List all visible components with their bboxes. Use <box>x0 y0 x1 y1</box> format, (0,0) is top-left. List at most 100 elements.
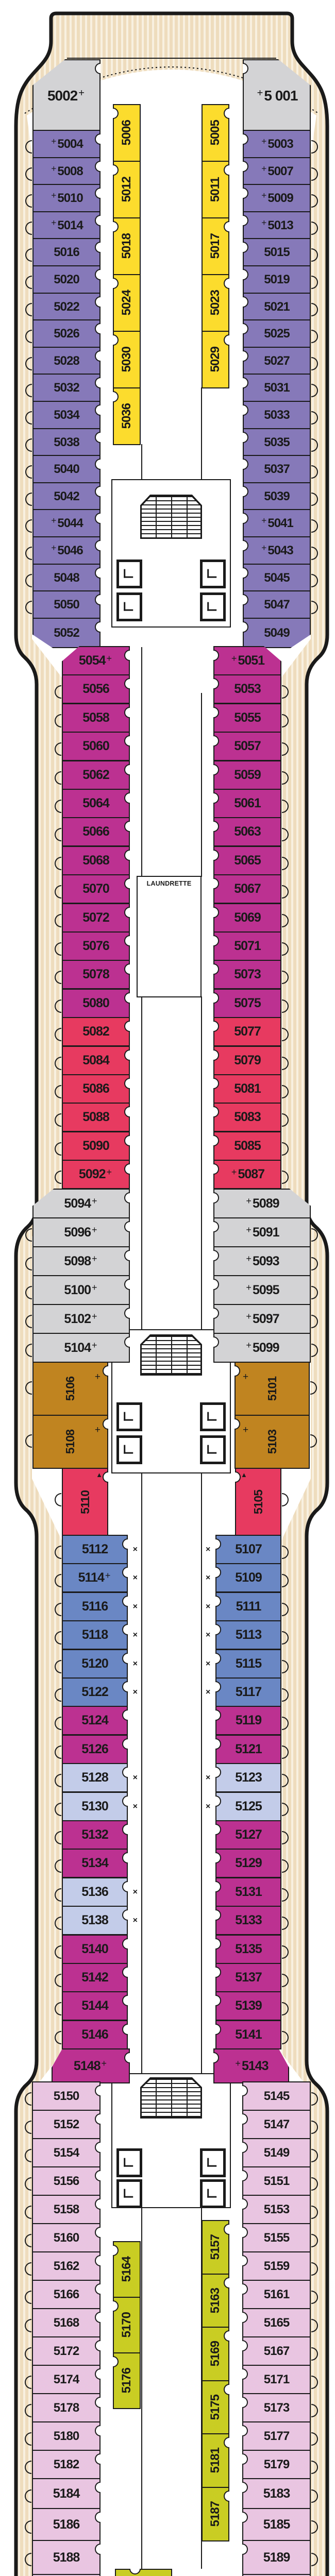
cabin-5130: 5130× <box>55 1792 138 1821</box>
cabin-door-icon <box>243 540 248 551</box>
cabin-5121: 5121 <box>215 1735 289 1764</box>
cabin-number: 5181 <box>208 2448 222 2473</box>
extra-berth-plus-icon: + <box>246 1340 252 1351</box>
cabin-5141: 5141 <box>215 2020 289 2049</box>
cabin-5169: 5169 <box>202 2327 229 2381</box>
extra-berth-plus-icon: + <box>101 2058 107 2069</box>
cabin-5089: +5089 <box>213 1189 311 1218</box>
cabin-5040: 5040 <box>25 455 100 483</box>
cabin-number: 5141 <box>235 2027 262 2042</box>
cabin-5075: 5075 <box>213 989 289 1018</box>
elevator-icon <box>200 2148 226 2177</box>
cabin-5065: 5065 <box>213 846 289 875</box>
cabin-5037: 5037 <box>243 455 318 483</box>
extra-berth-plus-icon: + <box>246 1225 252 1235</box>
cabin-5091: +5091 <box>213 1217 318 1247</box>
cabin-5161: 5161 <box>242 2280 318 2309</box>
extra-berth-plus-icon: + <box>261 543 267 553</box>
cabin-number: +5143 <box>235 2058 269 2073</box>
cabin-5026: 5026 <box>25 319 100 348</box>
cabin-number: 5116 <box>81 1599 108 1614</box>
cabin-door-icon <box>95 296 100 308</box>
cabin-door-icon <box>95 350 100 362</box>
cabin-door-icon <box>95 2453 100 2465</box>
cabin-5129: 5129 <box>215 1849 289 1878</box>
cabin-5035: 5035 <box>243 428 318 456</box>
cabin-5171: 5171 <box>242 2365 318 2394</box>
corridor-wall <box>201 387 202 480</box>
connecting-cabin-x-icon: × <box>206 1545 211 1554</box>
cabin-5144: 5144 <box>55 1991 128 2021</box>
cabin-door-icon <box>124 764 130 775</box>
cabin-door-icon <box>224 278 229 289</box>
cabin-5108: 5108+ <box>25 1415 108 1469</box>
cabin-number: 5134 <box>81 1856 109 1870</box>
cabin-number: 5023 <box>208 290 222 316</box>
cabin-door-icon <box>215 1538 221 1550</box>
cabin-5176: 5176 <box>113 2352 141 2409</box>
cabin-5099: +5099 <box>213 1333 318 1363</box>
cabin-number: 5031 <box>264 380 290 395</box>
cabin-number: +5010 <box>51 190 83 205</box>
cabin-door-icon <box>213 1135 219 1146</box>
cabin-5001: +5 001 <box>243 59 311 132</box>
cabin-door-icon <box>243 133 248 145</box>
cabin-door-icon <box>95 2170 100 2181</box>
cabin-5165: 5165 <box>242 2308 318 2337</box>
cabin-door-icon <box>213 1192 219 1204</box>
cabin-number: +5013 <box>261 217 293 232</box>
connecting-cabin-x-icon: × <box>132 1916 138 1925</box>
cabin-5106: 5106+ <box>25 1362 108 1416</box>
cabin-number: 5069 <box>234 910 261 925</box>
cabin-number: 5179 <box>263 2457 290 2471</box>
cabin-door-icon <box>122 1709 128 1721</box>
cabin-door-icon <box>224 2384 229 2395</box>
cabin-5151: 5151 <box>242 2166 318 2196</box>
cabin-number: 5085 <box>234 1139 261 1153</box>
extra-berth-plus-icon: + <box>243 1425 248 1436</box>
cabin-number: 5072 <box>82 910 110 925</box>
cabin-door-icon <box>234 1418 240 1430</box>
cabin-number: 5060 <box>82 739 110 753</box>
cabin-number: 5111 <box>236 1599 262 1614</box>
cabin-door-icon <box>95 215 100 226</box>
extra-berth-plus-icon: + <box>243 1371 248 1383</box>
cabin-door-icon <box>122 1567 128 1578</box>
cabin-5068: 5068 <box>55 846 130 875</box>
cabin-5132: 5132 <box>55 1820 128 1850</box>
cabin-number: 5066 <box>82 824 110 839</box>
cabin-number: 5067 <box>234 882 261 896</box>
cabin-number: 5073 <box>234 967 261 981</box>
elevator-icon <box>116 1435 142 1464</box>
cabin-number: 5070 <box>82 882 110 896</box>
cabin-number: +5043 <box>261 543 293 557</box>
cabin-5018: 5018 <box>113 217 141 275</box>
cabin-5086: 5086 <box>55 1074 130 1104</box>
cabin-number: 5092+ <box>78 1166 112 1181</box>
cabin-5162: 5162 <box>25 2251 100 2281</box>
cabin-door-icon <box>224 2224 229 2235</box>
cabin-door-icon <box>122 1538 128 1550</box>
cabin-door-icon <box>213 963 219 975</box>
cabin-door-icon <box>243 459 248 470</box>
cabin-door-icon <box>122 1653 128 1664</box>
cabin-number: +5003 <box>261 136 293 151</box>
cabin-door-icon <box>215 1995 221 2006</box>
stairs-icon <box>140 1334 202 1376</box>
cabin-5164: 5164 <box>113 2241 141 2298</box>
cabin-door-icon <box>122 1596 128 1607</box>
cabin-5128: 5128× <box>55 1763 138 1792</box>
cabin-number: 5113 <box>235 1628 262 1642</box>
cabin-door-icon <box>124 1336 130 1348</box>
cabin-number: 5108 <box>63 1429 77 1454</box>
cabin-door-icon <box>122 1624 128 1635</box>
cabin-5057: 5057 <box>213 732 289 761</box>
cabin-number: 5104+ <box>64 1340 97 1355</box>
cabin-number: 5187 <box>208 2501 222 2527</box>
cabin-5046: +5046 <box>25 536 100 565</box>
cabin-door-icon <box>242 2170 248 2181</box>
cabin-number: 5078 <box>82 967 110 981</box>
connecting-cabin-x-icon: × <box>132 1687 138 1697</box>
cabin-number: 5164 <box>120 2257 133 2282</box>
cabin-door-icon <box>122 1938 128 1950</box>
